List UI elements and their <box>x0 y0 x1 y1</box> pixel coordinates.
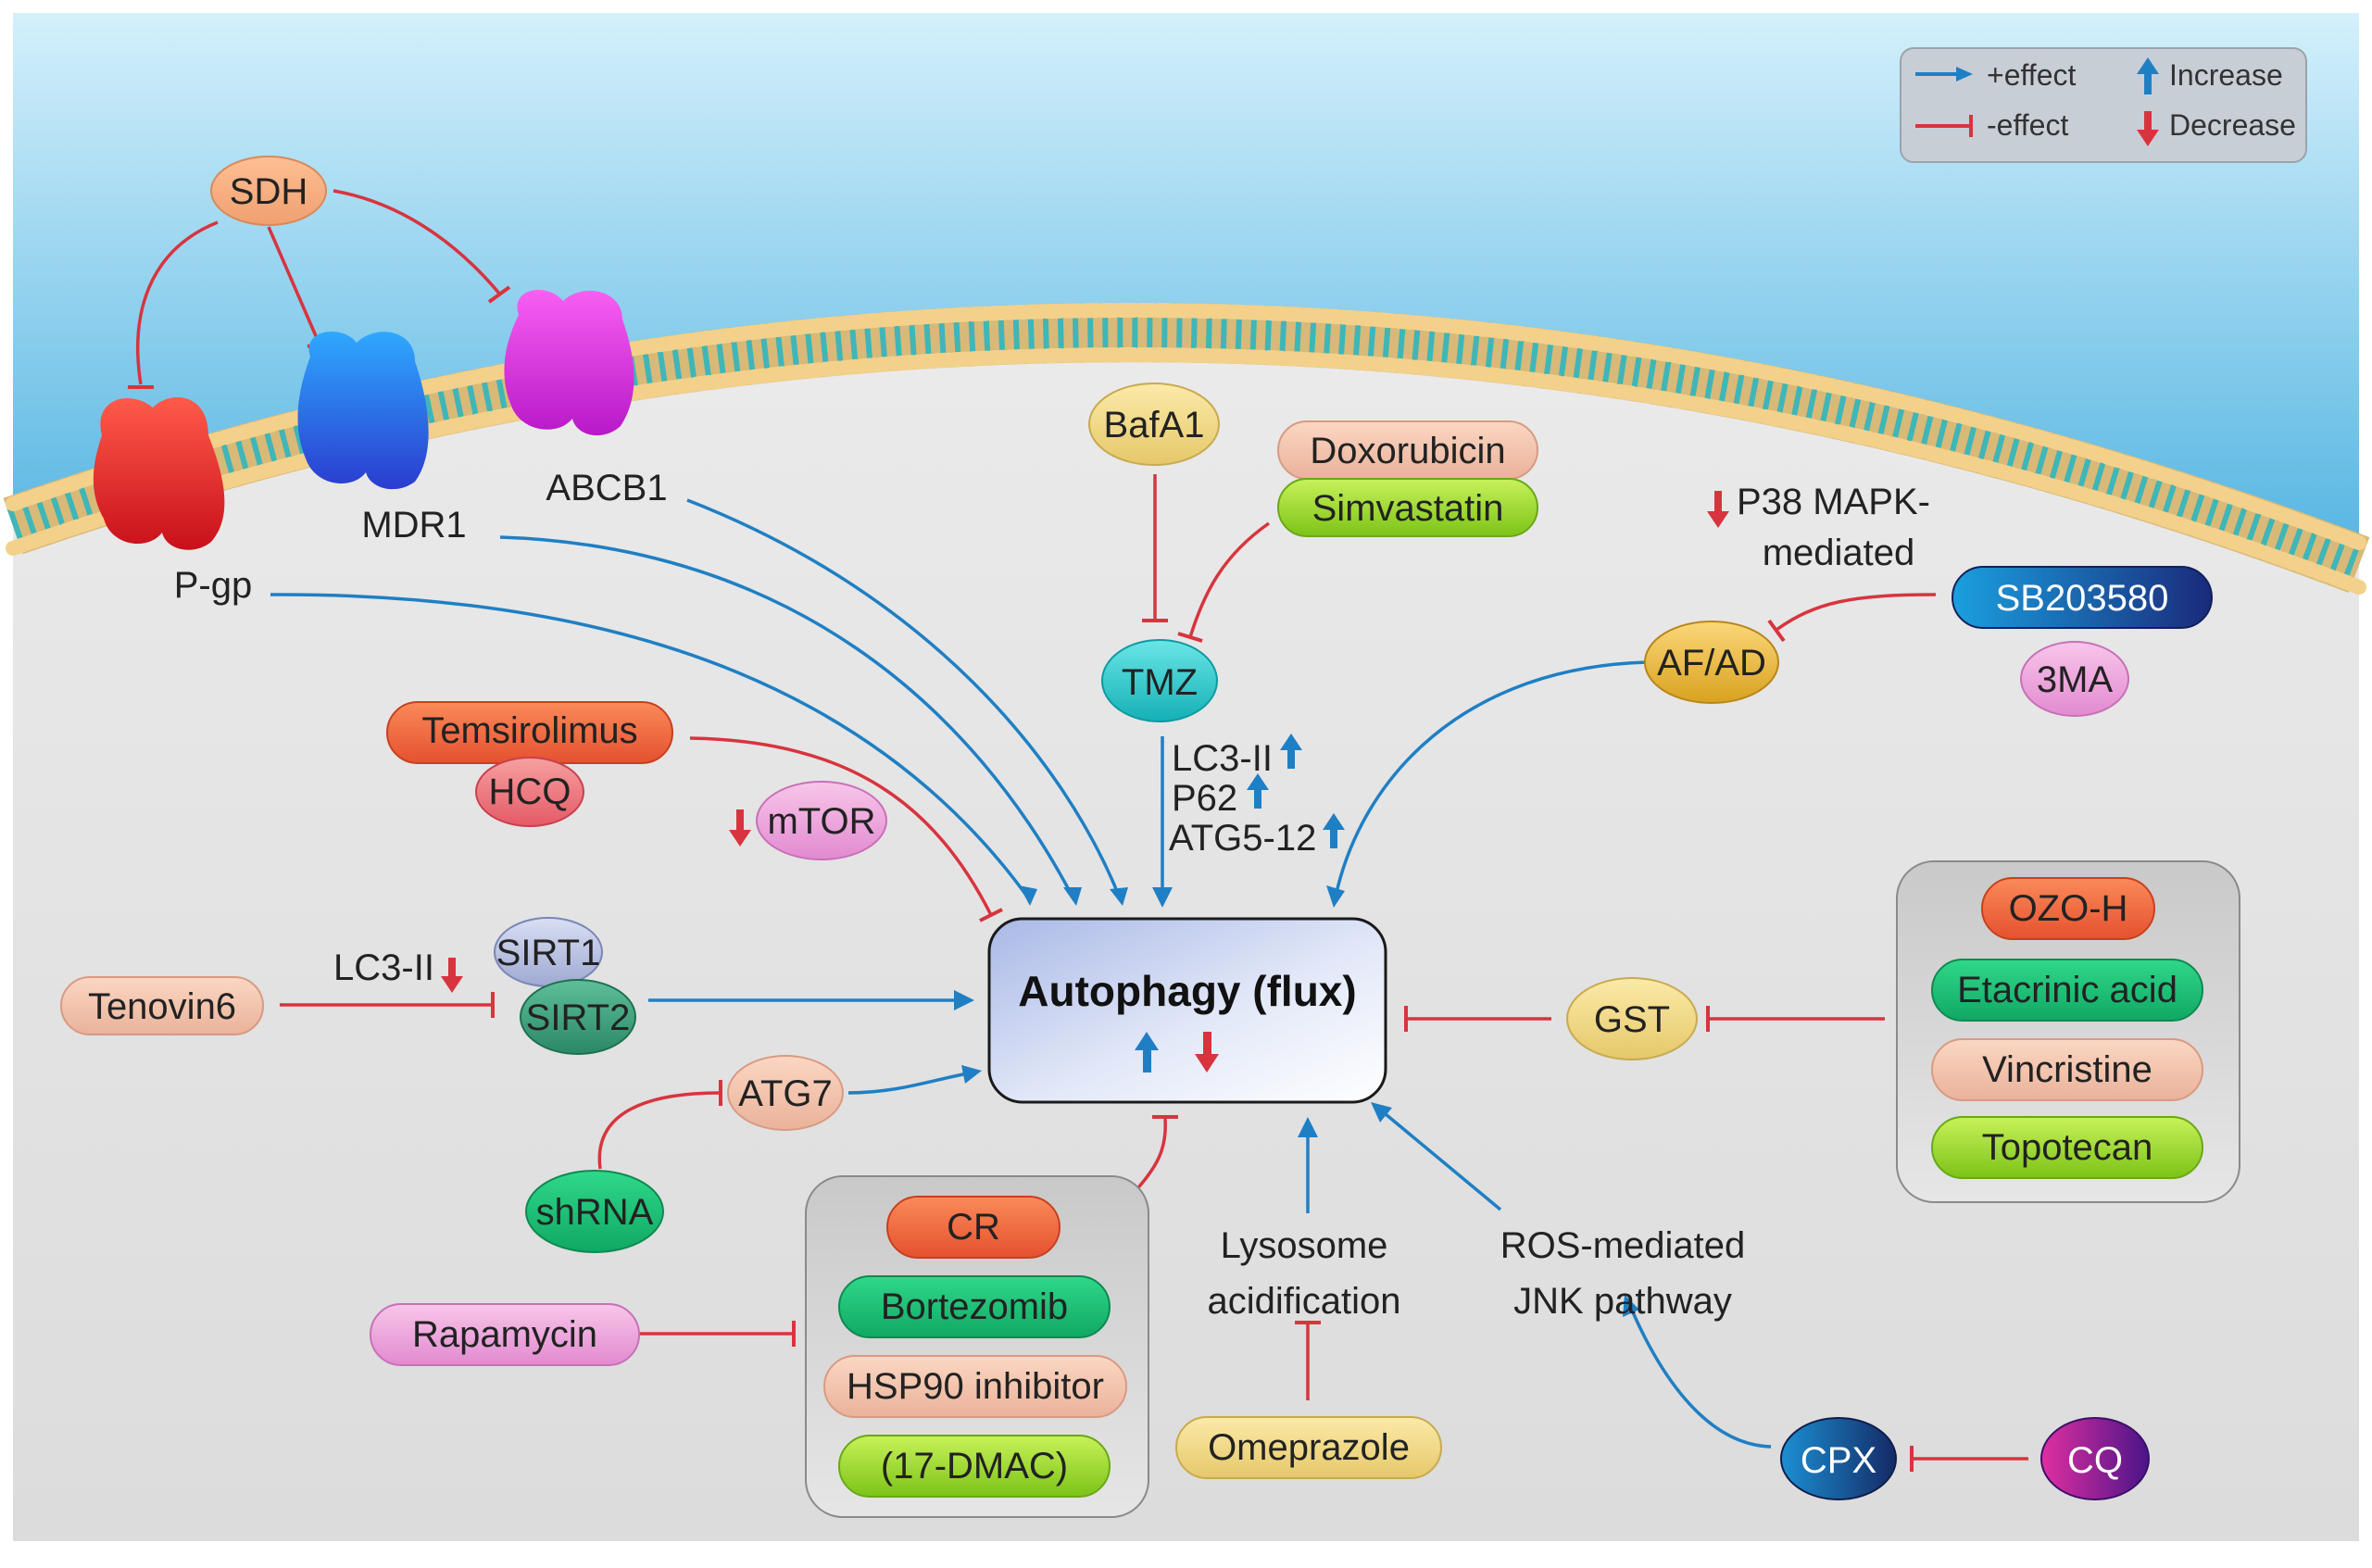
cq-label: CQ <box>2067 1440 2123 1481</box>
sdh-node[interactable]: SDH <box>210 156 327 226</box>
simvastatin-node[interactable]: Simvastatin <box>1277 478 1538 537</box>
increase-arrow-icon <box>1135 1032 1159 1073</box>
sirt2-label: SIRT2 <box>526 997 631 1038</box>
mdr1-label: MDR1 <box>361 505 466 546</box>
increase-arrow-icon <box>1323 813 1345 848</box>
legend-decrease: Decrease <box>2169 108 2296 142</box>
17-dmac-node[interactable]: (17-DMAC) <box>838 1435 1111 1498</box>
shrna-node[interactable]: shRNA <box>525 1170 664 1253</box>
decrease-arrow-icon <box>1707 491 1729 528</box>
increase-arrow-icon <box>1247 773 1269 809</box>
vincristine-label: Vincristine <box>1982 1049 2152 1090</box>
tenovin6-node[interactable]: Tenovin6 <box>60 976 264 1035</box>
pgp-transporter[interactable] <box>93 396 225 550</box>
abcb1-transporter[interactable] <box>504 290 634 436</box>
rapamycin-node[interactable]: Rapamycin <box>370 1303 640 1366</box>
lysosome-label-line1: Lysosome <box>1221 1225 1388 1266</box>
abcb1-label: ABCB1 <box>546 468 667 508</box>
vincristine-node[interactable]: Vincristine <box>1931 1038 2203 1101</box>
marker-atg5-12: ATG5-12 <box>1169 818 1316 859</box>
decrease-arrow-icon <box>441 958 463 993</box>
edges <box>128 189 2028 1472</box>
topotecan-node[interactable]: Topotecan <box>1931 1116 2203 1179</box>
increase-arrow-icon <box>1280 734 1302 769</box>
arrowheads <box>954 885 1639 1317</box>
atg7-node[interactable]: ATG7 <box>727 1055 844 1131</box>
pgp-label: P-gp <box>174 565 253 606</box>
lysosome-label-line2: acidification <box>1207 1281 1400 1322</box>
temsirolimus-node[interactable]: Temsirolimus <box>386 701 673 764</box>
tmz-label: TMZ <box>1122 662 1198 703</box>
3ma-label: 3MA <box>2037 659 2114 700</box>
cr-node[interactable]: CR <box>886 1196 1060 1259</box>
ros-label-line1: ROS-mediated <box>1500 1225 1746 1266</box>
doxorubicin-node[interactable]: Doxorubicin <box>1277 420 1538 480</box>
cpx-label: CPX <box>1801 1440 1876 1481</box>
etacrinic-acid-label: Etacrinic acid <box>1957 970 2177 1010</box>
decrease-arrow-icon <box>1195 1032 1219 1073</box>
mtor-node[interactable]: mTOR <box>756 781 887 860</box>
autophagy-flux-node[interactable]: Autophagy (flux) <box>987 917 1387 1104</box>
legend: +effect -effect Increase Decrease <box>1900 47 2307 163</box>
ros-label-line2: JNK pathway <box>1513 1281 1732 1322</box>
cq-node[interactable]: CQ <box>2040 1417 2150 1500</box>
legend-plus-effect: +effect <box>1987 58 2076 92</box>
decrease-arrow-icon <box>729 809 751 847</box>
gst-label: GST <box>1594 999 1670 1040</box>
hcq-label: HCQ <box>489 771 571 812</box>
doxorubicin-label: Doxorubicin <box>1310 431 1505 471</box>
sb203580-node[interactable]: SB203580 <box>1952 566 2213 629</box>
etacrinic-acid-node[interactable]: Etacrinic acid <box>1931 959 2203 1022</box>
marker-p62: P62 <box>1172 778 1237 819</box>
bortezomib-node[interactable]: Bortezomib <box>838 1275 1111 1338</box>
marker-lc3-ii: LC3-II <box>1172 738 1273 779</box>
legend-increase: Increase <box>2169 58 2283 92</box>
3ma-node[interactable]: 3MA <box>2020 641 2129 717</box>
atg7-label: ATG7 <box>738 1073 833 1114</box>
omeprazole-node[interactable]: Omeprazole <box>1175 1416 1442 1479</box>
tenovin6-label: Tenovin6 <box>88 986 236 1027</box>
shrna-label: shRNA <box>536 1192 654 1233</box>
temsirolimus-label: Temsirolimus <box>421 710 637 751</box>
extracellular-space <box>13 13 2359 556</box>
cpx-node[interactable]: CPX <box>1780 1417 1897 1500</box>
af-ad-node[interactable]: AF/AD <box>1644 621 1779 704</box>
af-ad-label: AF/AD <box>1657 643 1766 684</box>
cr-label: CR <box>947 1207 1000 1248</box>
lc3-ii-label: LC3-II <box>333 947 434 988</box>
decrease-arrow-icon <box>2137 111 2159 146</box>
bortezomib-label: Bortezomib <box>881 1286 1068 1327</box>
hsp90-group: CR Bortezomib HSP90 inhibitor (17-DMAC) <box>805 1175 1149 1518</box>
sb203580-label: SB203580 <box>1996 578 2169 619</box>
gst-inhibitor-group: OZO-H Etacrinic acid Vincristine Topotec… <box>1896 860 2240 1203</box>
sirt2-node[interactable]: SIRT2 <box>520 979 636 1055</box>
hsp90-inhibitor-node[interactable]: HSP90 inhibitor <box>823 1355 1127 1418</box>
mdr1-transporter[interactable] <box>297 332 429 490</box>
tmz-markers: LC3-II P62 ATG5-12 <box>1169 734 1345 859</box>
17-dmac-label: (17-DMAC) <box>881 1446 1068 1486</box>
bafa1-label: BafA1 <box>1104 405 1205 445</box>
bafa1-node[interactable]: BafA1 <box>1088 383 1220 466</box>
gst-node[interactable]: GST <box>1566 977 1698 1060</box>
omeprazole-label: Omeprazole <box>1208 1427 1410 1468</box>
autophagy-title: Autophagy (flux) <box>1018 967 1356 1015</box>
ozo-h-node[interactable]: OZO-H <box>1981 877 2155 940</box>
legend-minus-effect: -effect <box>1987 108 2068 142</box>
p38-label-line2: mediated <box>1763 533 1915 573</box>
mtor-label: mTOR <box>767 801 875 842</box>
hsp90-inhibitor-label: HSP90 inhibitor <box>847 1366 1104 1407</box>
sirt1-node[interactable]: SIRT1 <box>494 917 603 987</box>
increase-arrow-icon <box>2137 57 2159 94</box>
rapamycin-label: Rapamycin <box>412 1314 597 1355</box>
p38-label-line1: P38 MAPK- <box>1737 482 1930 522</box>
topotecan-label: Topotecan <box>1982 1127 2153 1168</box>
simvastatin-label: Simvastatin <box>1312 488 1504 529</box>
sdh-label: SDH <box>230 171 307 212</box>
sirt1-label: SIRT1 <box>496 933 601 973</box>
hcq-node[interactable]: HCQ <box>475 757 584 827</box>
tmz-node[interactable]: TMZ <box>1101 639 1218 722</box>
ozo-h-label: OZO-H <box>2009 888 2128 929</box>
